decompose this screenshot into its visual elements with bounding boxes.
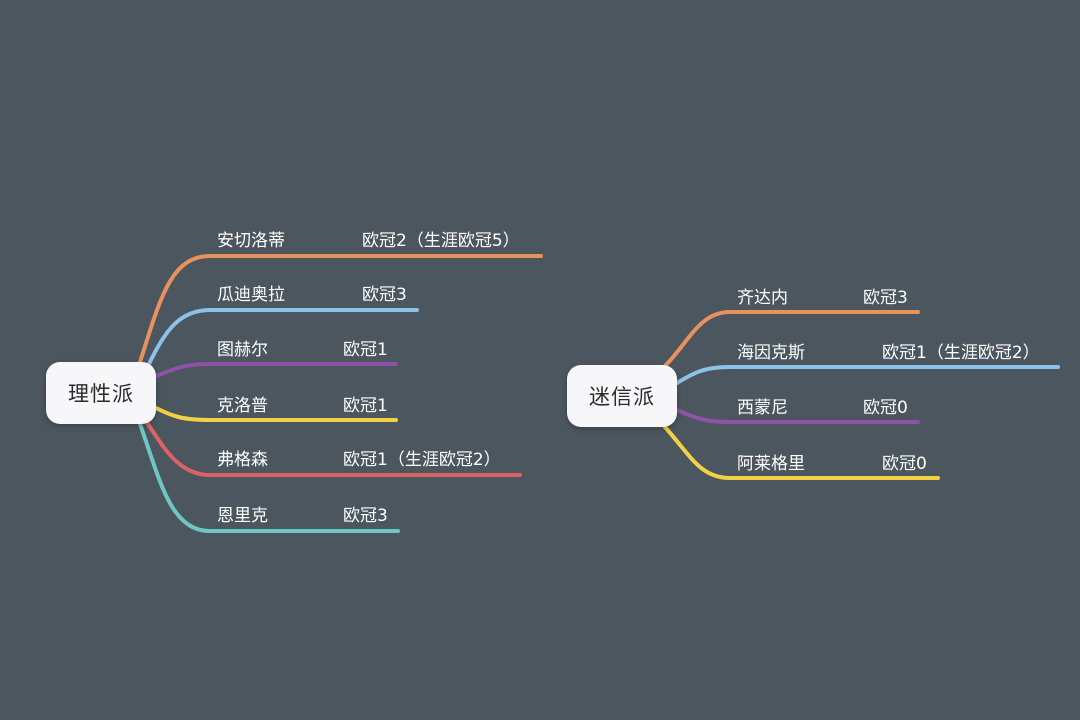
branch-titles: 欧冠1（生涯欧冠2）: [882, 343, 1040, 363]
root-node-rational[interactable]: 理性派: [46, 362, 156, 424]
branch-titles: 欧冠1: [343, 396, 388, 416]
branch-name[interactable]: 图赫尔: [217, 340, 268, 360]
connector-right-3: [663, 425, 940, 480]
branch-name[interactable]: 克洛普: [217, 396, 268, 416]
connector-left-4: [146, 422, 522, 477]
root-node-superstitious[interactable]: 迷信派: [567, 365, 677, 427]
branch-titles: 欧冠3: [362, 285, 407, 305]
connector-left-3: [154, 406, 398, 422]
branch-titles: 欧冠2（生涯欧冠5）: [362, 231, 520, 251]
branch-name[interactable]: 西蒙尼: [737, 398, 788, 418]
branch-titles: 欧冠0: [882, 454, 927, 474]
branch-name[interactable]: 弗格森: [217, 450, 268, 470]
connector-right-1: [675, 365, 1060, 385]
branch-titles: 欧冠1（生涯欧冠2）: [343, 450, 501, 470]
connector-right-0: [663, 310, 920, 368]
branch-name[interactable]: 阿莱格里: [737, 454, 805, 474]
branch-name[interactable]: 瓜迪奥拉: [217, 285, 285, 305]
connector-left-0: [138, 254, 543, 364]
connector-left-5: [138, 422, 400, 533]
connector-left-1: [146, 308, 419, 368]
connector-left-2: [154, 362, 398, 378]
branch-name[interactable]: 海因克斯: [737, 343, 805, 363]
branch-titles: 欧冠0: [863, 398, 908, 418]
branch-titles: 欧冠3: [343, 506, 388, 526]
branch-titles: 欧冠1: [343, 340, 388, 360]
connector-right-2: [675, 408, 920, 424]
branch-name[interactable]: 恩里克: [217, 506, 268, 526]
branch-titles: 欧冠3: [863, 288, 908, 308]
branch-name[interactable]: 齐达内: [737, 288, 788, 308]
branch-name[interactable]: 安切洛蒂: [217, 231, 285, 251]
